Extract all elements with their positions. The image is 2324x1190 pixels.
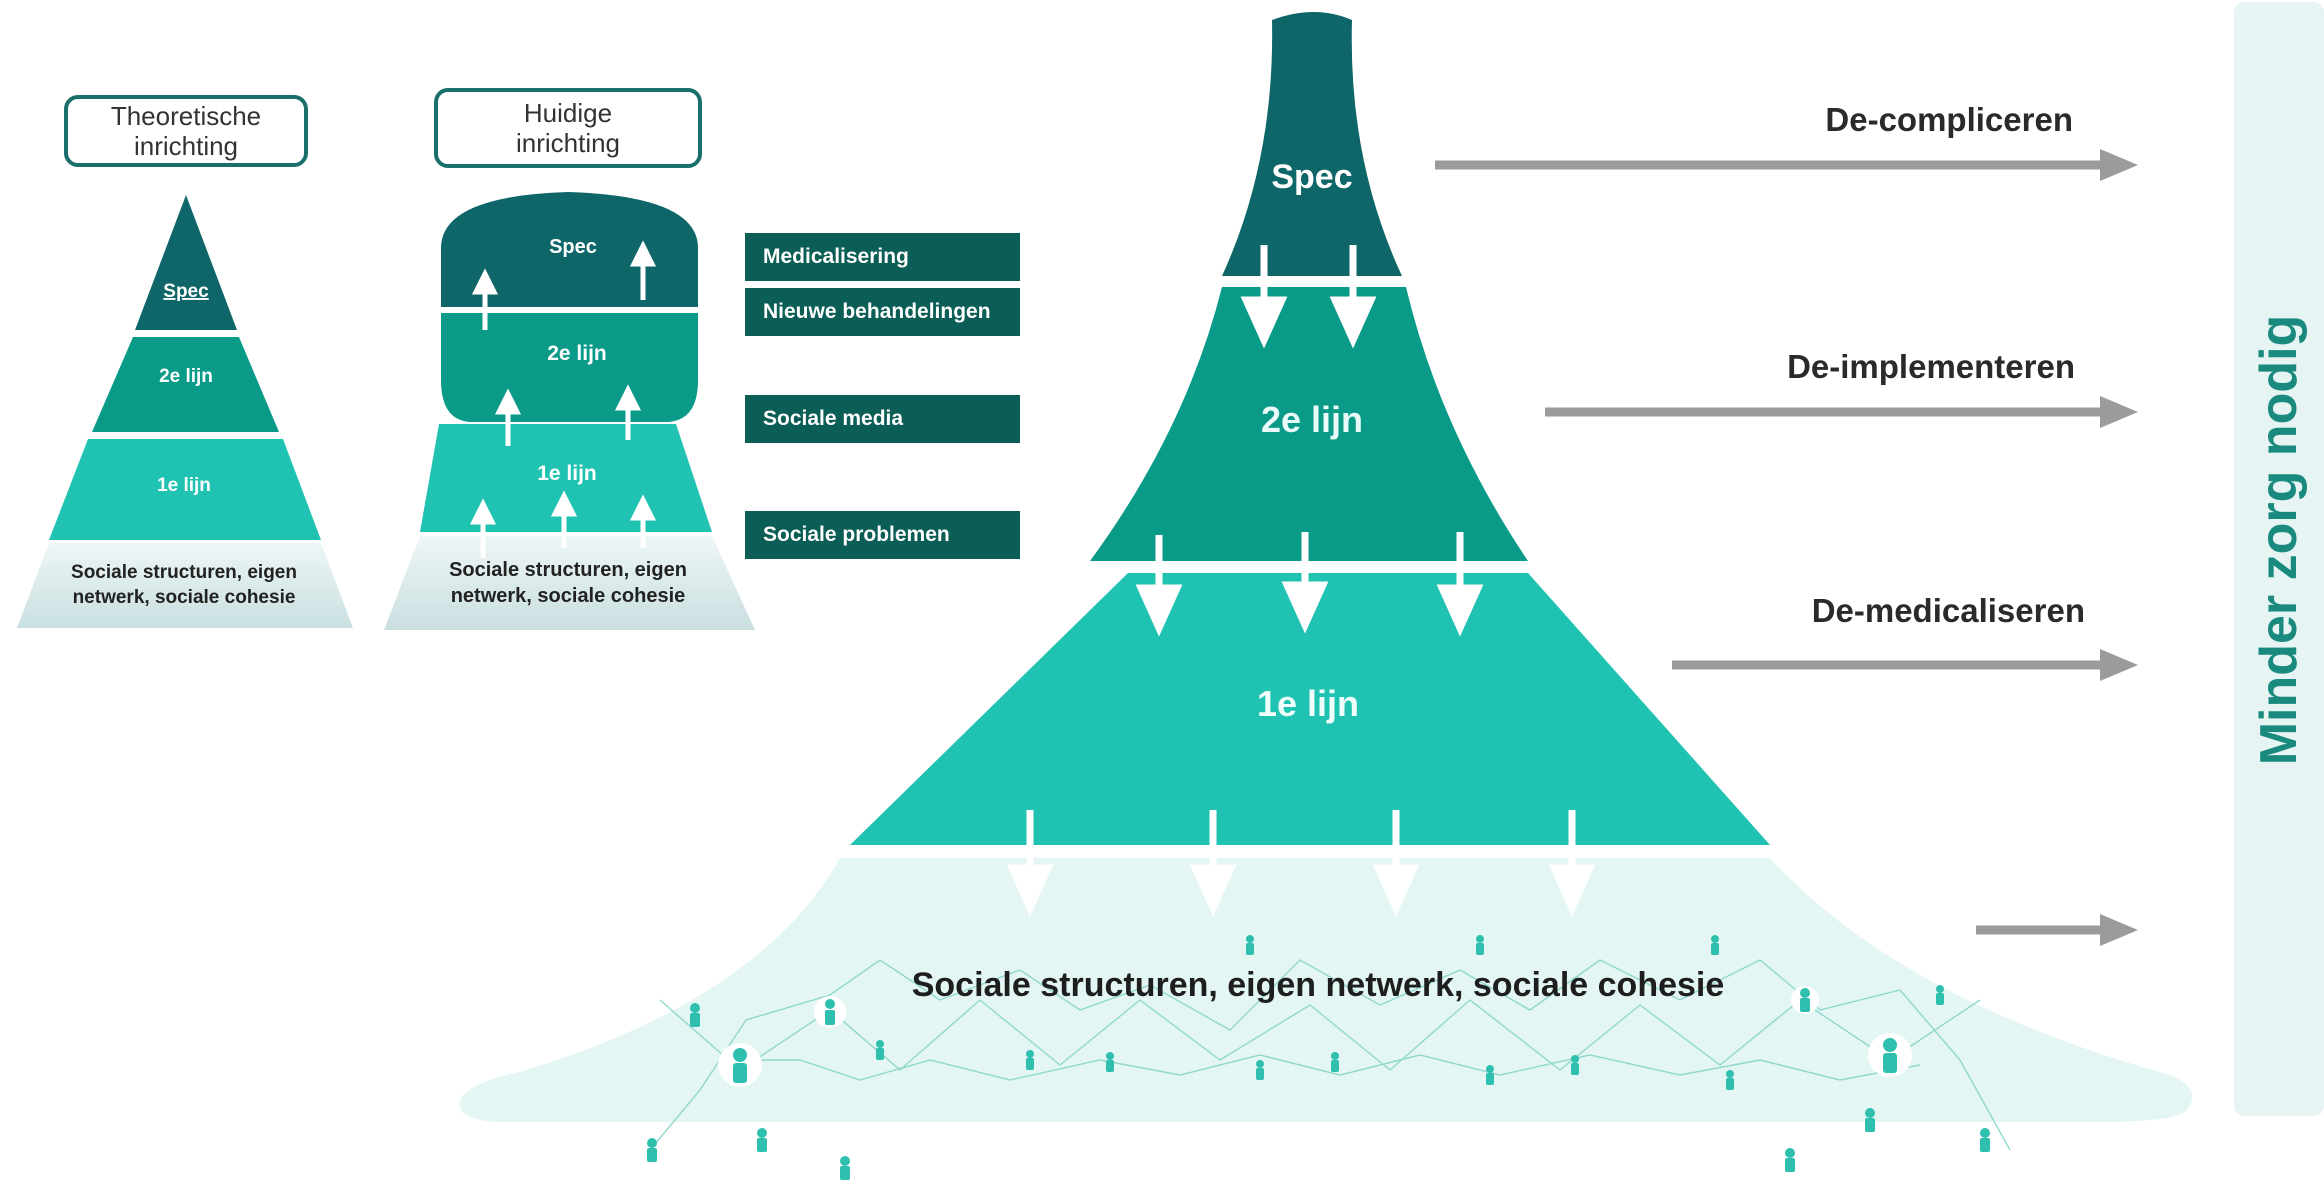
current-up-arrows [469,240,657,558]
right-side-bar [2234,2,2324,1116]
action-label-deimplement: De-implementeren [1787,348,2075,385]
action-arrows [1435,149,2138,946]
funnel-second-line-text: 2e lijn [1261,399,1363,440]
current-spec-text: Spec [549,236,597,258]
current-base-text-1: Sociale structuren, eigen [449,559,687,581]
current-spec-layer [441,192,698,307]
funnel-spec-text: Spec [1271,158,1352,196]
driver-tag-sociale-media: Sociale media [745,395,1020,443]
theoretical-first-line-text: 1e lijn [157,475,211,496]
theoretical-second-line-text: 2e lijn [159,366,213,387]
driver-tag-medicalisering: Medicalisering [745,233,1020,281]
current-first-line-text: 1e lijn [537,462,597,485]
base-arrow [1976,914,2138,946]
current-base-text-2: netwerk, sociale cohesie [451,585,686,607]
theoretical-spec-layer [135,195,237,330]
theoretical-pyramid: Spec 2e lijn 1e lijn Sociale structuren,… [17,195,353,628]
theoretical-first-line-layer [49,439,321,540]
less-care-needed-label: Minder zorg nodig [2250,314,2308,766]
theoretical-setup-label: Theoretische inrichting [64,95,308,167]
current-setup-label: Huidige inrichting [434,88,702,168]
person-icons [647,935,1990,1180]
action-label-decomplicate: De-compliceren [1825,101,2073,138]
funnel-second-line-layer [1090,287,1528,561]
theoretical-base-text-2: netwerk, sociale cohesie [73,587,296,608]
driver-tag-nieuwe-behandelingen: Nieuwe behandelingen [745,288,1020,336]
funnel-first-line-layer [850,573,1770,845]
demedicalize-arrow [1672,649,2138,681]
theoretical-base-layer [17,543,353,628]
driver-tag-sociale-problemen: Sociale problemen [745,511,1020,559]
theoretical-base-text-1: Sociale structuren, eigen [71,562,297,583]
funnel-base-layer [459,858,2193,1122]
decomplicate-arrow [1435,149,2138,181]
deimplement-arrow [1545,396,2138,428]
current-second-line-layer [441,313,698,422]
funnel-base-text: Sociale structuren, eigen netwerk, socia… [912,966,1725,1004]
funnel-spec-layer [1222,12,1402,276]
funnel-down-arrows [1006,245,1596,917]
care-funnel: Spec 2e lijn 1e lijn [459,12,2193,1180]
action-label-demedicalize: De-medicaliseren [1812,592,2085,629]
theoretical-spec-text: Spec [163,281,209,302]
theoretical-second-line-layer [92,337,279,432]
current-base-layer [384,536,755,630]
funnel-first-line-text: 1e lijn [1257,683,1359,724]
current-second-line-text: 2e lijn [547,342,607,365]
current-pyramid: Spec 2e lijn 1e lijn Sociale structuren,… [384,192,755,630]
